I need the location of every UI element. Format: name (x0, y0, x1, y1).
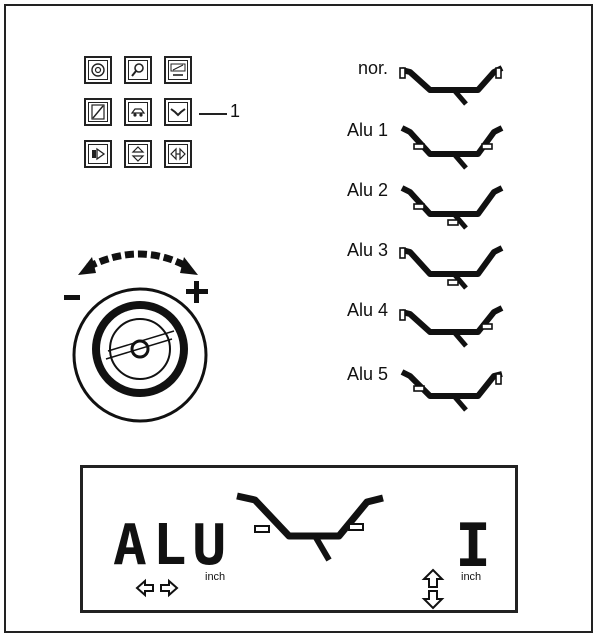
rim-profile-icon[interactable] (164, 98, 192, 126)
rim-type-label: nor. (357, 58, 388, 78)
circle-target-icon[interactable] (84, 56, 112, 84)
rim-profile-icon (399, 245, 504, 290)
rim-profile-icon (236, 492, 384, 562)
rim-profile-icon (400, 125, 504, 170)
diagram-frame (4, 4, 593, 633)
rim-type-label: Alu 5 (346, 364, 388, 384)
rotary-knob[interactable] (60, 245, 220, 435)
rim-value-readout: I (455, 511, 492, 581)
callout-number: 1 (230, 101, 241, 121)
plus-sign-icon (186, 281, 208, 303)
rim-type-alu-4: Alu 4 (330, 300, 530, 356)
minus-sign-icon (64, 295, 80, 300)
rim-profile-icon (399, 65, 504, 106)
rim-type-label: Alu 2 (346, 180, 388, 200)
rim-type-alu-5: Alu 5 (330, 364, 530, 420)
knob-dial-icon (72, 287, 208, 423)
unit-label-left: inch (205, 571, 226, 583)
car-icon[interactable] (124, 98, 152, 126)
left-right-arrows-icon (135, 578, 179, 598)
left-right-icon[interactable] (164, 140, 192, 168)
rim-profile-icon (399, 305, 504, 348)
callout-leader-line (199, 113, 227, 115)
unit-label-right: inch (461, 571, 482, 583)
rim-type-label: Alu 1 (346, 120, 388, 140)
rim-type-nor: nor. (330, 58, 530, 114)
gram-ounce-icon[interactable] (164, 56, 192, 84)
up-down-icon[interactable] (124, 140, 152, 168)
rim-profile-icon (400, 369, 503, 412)
rim-type-label: Alu 3 (346, 240, 388, 260)
rim-type-alu-2: Alu 2 (330, 180, 530, 236)
up-down-arrows-icon (421, 568, 445, 610)
rotation-arrow-icon (78, 250, 198, 275)
display-panel: ALU I inch inch (80, 465, 518, 613)
rim-type-alu-1: Alu 1 (330, 120, 530, 176)
rim-type-label: Alu 4 (346, 300, 388, 320)
magnifier-icon[interactable] (124, 56, 152, 84)
rim-mode-readout: ALU (113, 513, 233, 578)
keypad (84, 56, 199, 176)
rim-type-alu-3: Alu 3 (330, 240, 530, 296)
rim-profile-icon (400, 185, 504, 230)
move-right-icon[interactable] (84, 140, 112, 168)
split-icon[interactable] (84, 98, 112, 126)
